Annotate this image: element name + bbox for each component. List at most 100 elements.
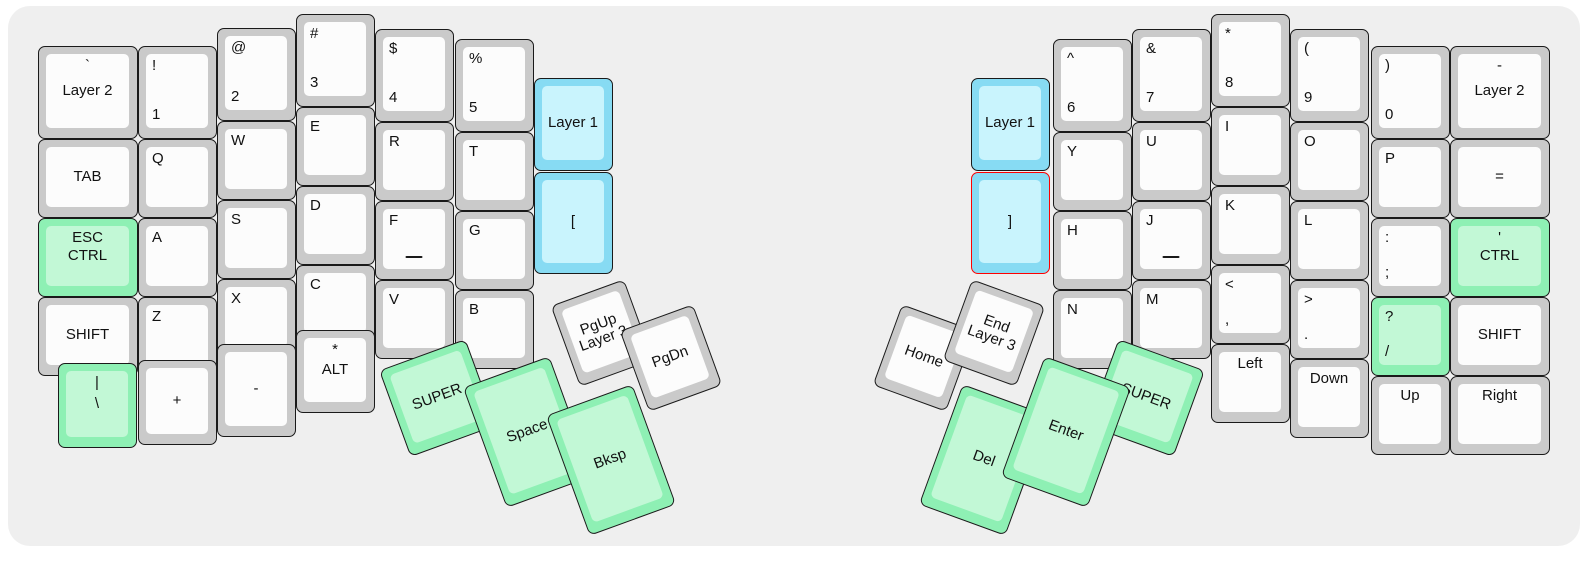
key-3[interactable]: #3: [296, 14, 375, 107]
key-comma[interactable]: <,: [1211, 265, 1290, 344]
key-7[interactable]: &7: [1132, 29, 1211, 122]
key-6-legend-top: ^: [1067, 50, 1075, 67]
key-quote-ctrl[interactable]: 'CTRL: [1450, 218, 1550, 297]
key-9[interactable]: (9: [1290, 29, 1369, 122]
key-6[interactable]: ^6: [1053, 39, 1132, 132]
key-0[interactable]: )0: [1371, 46, 1450, 139]
key-i[interactable]: I: [1211, 107, 1290, 186]
key-alt-asterisk-legend-main: ALT: [321, 361, 349, 379]
key-2[interactable]: @2: [217, 28, 296, 121]
key-shift-right[interactable]: SHIFT: [1450, 297, 1550, 376]
key-y[interactable]: Y: [1053, 132, 1132, 211]
key-j[interactable]: J: [1132, 201, 1211, 280]
key-slash[interactable]: ?/: [1371, 297, 1450, 376]
key-esc-ctrl-legend-top: ESC: [72, 229, 103, 246]
key-n[interactable]: N: [1053, 290, 1132, 369]
key-g-cap: G: [463, 219, 525, 279]
key-esc-ctrl-legend-main: CTRL: [67, 247, 108, 265]
key-p[interactable]: P: [1371, 139, 1450, 218]
key-minus-left[interactable]: -: [217, 344, 296, 437]
key-bracket-left[interactable]: [: [534, 172, 613, 274]
key-8-legend-top: *: [1225, 25, 1231, 42]
key-pipe-backslash-legend-main: \: [94, 395, 100, 413]
key-r-cap: R: [383, 130, 445, 190]
key-quote-ctrl-legend-main: CTRL: [1479, 247, 1520, 265]
key-p-legend-top: P: [1385, 150, 1396, 167]
key-period-legend-main: .: [1304, 326, 1309, 344]
key-i-cap: I: [1219, 115, 1281, 175]
key-up-cap: Up: [1379, 384, 1441, 444]
key-b-cap: B: [463, 298, 525, 358]
key-period[interactable]: >.: [1290, 280, 1369, 359]
key-q-cap: Q: [146, 147, 208, 207]
key-super-left-legend-main: SUPER: [409, 379, 465, 414]
key-tab[interactable]: TAB: [38, 139, 138, 218]
key-r[interactable]: R: [375, 122, 454, 201]
key-x-legend-top: X: [231, 290, 242, 307]
key-right-cap: Right: [1458, 384, 1541, 444]
key-layer2-minus[interactable]: -Layer 2: [1450, 46, 1550, 139]
key-shift-right-cap: SHIFT: [1458, 305, 1541, 365]
key-d[interactable]: D: [296, 186, 375, 265]
key-8-cap: *8: [1219, 22, 1281, 96]
key-q[interactable]: Q: [138, 139, 217, 218]
key-a-cap: A: [146, 226, 208, 286]
key-g[interactable]: G: [455, 211, 534, 290]
key-0-legend-top: ): [1385, 57, 1390, 74]
key-8-legend-main: 8: [1225, 74, 1234, 92]
key-up-legend-main: Up: [1400, 387, 1420, 404]
key-u[interactable]: U: [1132, 122, 1211, 201]
key-8[interactable]: *8: [1211, 14, 1290, 107]
key-left[interactable]: Left: [1211, 344, 1290, 423]
key-bksp-legend: Bksp: [572, 438, 648, 479]
key-l[interactable]: L: [1290, 201, 1369, 280]
key-up[interactable]: Up: [1371, 376, 1450, 455]
key-y-cap: Y: [1061, 140, 1123, 200]
key-z-cap: Z: [146, 305, 208, 365]
key-v-legend-top: V: [389, 291, 400, 308]
key-5[interactable]: %5: [455, 39, 534, 132]
key-pipe-backslash[interactable]: |\: [58, 363, 137, 448]
key-o[interactable]: O: [1290, 122, 1369, 201]
key-f[interactable]: F: [375, 201, 454, 280]
key-shift-left[interactable]: SHIFT: [38, 297, 138, 376]
key-alt-asterisk-legend-top: *: [332, 341, 338, 358]
key-7-cap: &7: [1140, 37, 1202, 111]
key-slash-legend-main: /: [1385, 343, 1390, 361]
key-alt-asterisk[interactable]: * ALT: [296, 330, 375, 413]
key-layer2-minus-legend-top: -: [1497, 57, 1502, 74]
key-bracket-right[interactable]: ]: [971, 172, 1050, 274]
key-e[interactable]: E: [296, 107, 375, 186]
key-n-legend-top: N: [1067, 301, 1078, 318]
key-bksp-cap: Bksp: [556, 394, 664, 523]
key-4[interactable]: $4: [375, 29, 454, 122]
key-semicolon[interactable]: :;: [1371, 218, 1450, 297]
key-w[interactable]: W: [217, 121, 296, 200]
key-layer1-left-cap: Layer 1: [542, 86, 604, 160]
key-h[interactable]: H: [1053, 211, 1132, 290]
key-layer1-right-cap: Layer 1: [979, 86, 1041, 160]
key-plus-left[interactable]: +: [138, 360, 217, 445]
key-k[interactable]: K: [1211, 186, 1290, 265]
key-a[interactable]: A: [138, 218, 217, 297]
key-right[interactable]: Right: [1450, 376, 1550, 455]
key-layer2-grave[interactable]: `Layer 2: [38, 46, 138, 139]
key-left-cap: Left: [1219, 352, 1281, 412]
key-1[interactable]: !1: [138, 46, 217, 139]
key-down-cap: Down: [1298, 367, 1360, 427]
key-6-cap: ^6: [1061, 47, 1123, 121]
key-b[interactable]: B: [455, 290, 534, 369]
key-m[interactable]: M: [1132, 280, 1211, 359]
key-s[interactable]: S: [217, 200, 296, 279]
key-equal[interactable]: =: [1450, 139, 1550, 218]
key-enter-cap: Enter: [1012, 366, 1120, 495]
key-layer1-right[interactable]: Layer 1: [971, 78, 1050, 171]
key-j-cap: J: [1140, 209, 1202, 269]
key-down[interactable]: Down: [1290, 359, 1369, 438]
key-t[interactable]: T: [455, 132, 534, 211]
key-layer2-minus-cap: -Layer 2: [1458, 54, 1541, 128]
key-layer1-left[interactable]: Layer 1: [534, 78, 613, 171]
